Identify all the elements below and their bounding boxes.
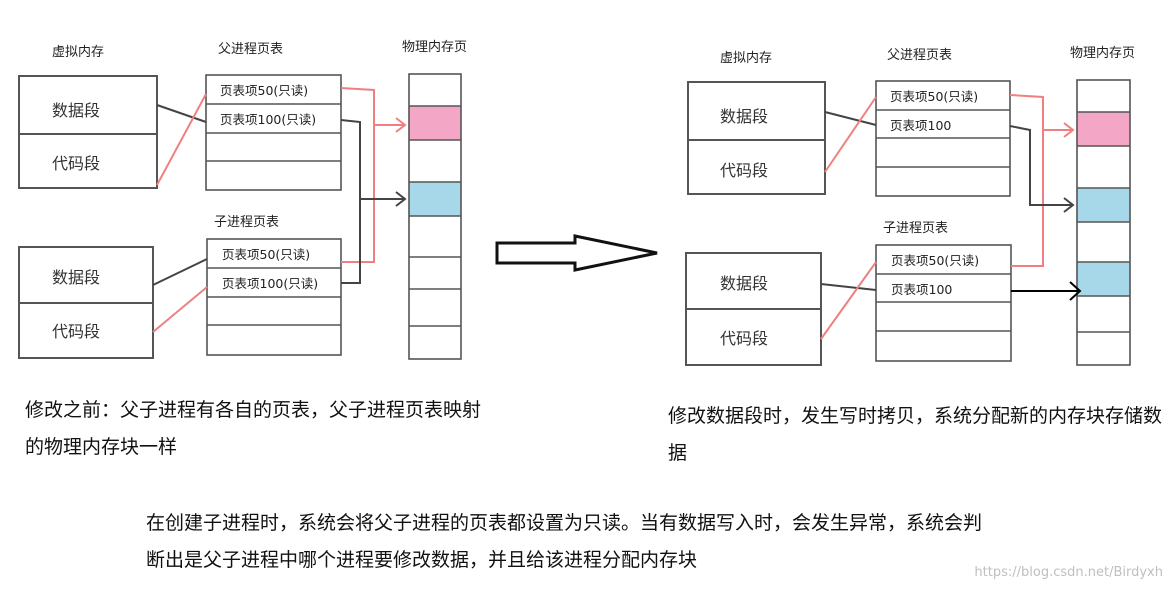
left-child-pte-50: 页表项50(只读) xyxy=(222,247,310,262)
left-child-data-seg: 数据段 xyxy=(52,268,100,287)
watermark: https://blog.csdn.net/Birdyxh xyxy=(974,565,1163,580)
left-parent-data-seg: 数据段 xyxy=(52,101,100,120)
left-child-table-title: 子进程页表 xyxy=(214,215,279,230)
right-physical-memory xyxy=(1076,79,1131,366)
left-phys-page-pink xyxy=(409,106,461,140)
left-phys-title: 物理内存页 xyxy=(402,39,467,55)
bottom-caption: 在创建子进程时，系统会将父子进程的页表都设置为只读。当有数据写入时，会发生异常，… xyxy=(146,512,983,571)
left-vm-title: 虚拟内存 xyxy=(52,44,104,60)
left-child-code-seg: 代码段 xyxy=(52,322,100,341)
right-parent-data-seg: 数据段 xyxy=(720,107,768,126)
right-child-data-seg: 数据段 xyxy=(720,274,768,293)
left-parent-vm xyxy=(18,75,158,189)
right-child-vm xyxy=(685,252,822,366)
left-child-page-table xyxy=(206,238,342,356)
right-parent-pte-100: 页表项100 xyxy=(890,118,951,133)
right-child-pte-100: 页表项100 xyxy=(891,282,952,297)
right-child-table-title: 子进程页表 xyxy=(883,221,948,236)
right-child-pte-50: 页表项50(只读) xyxy=(891,253,979,268)
right-vm-title: 虚拟内存 xyxy=(720,50,772,66)
left-phys-page-blue xyxy=(409,182,461,216)
right-connectors xyxy=(820,94,1082,340)
right-phys-page-blue-new xyxy=(1077,262,1130,296)
right-phys-page-pink xyxy=(1077,112,1130,146)
left-parent-pte-100: 页表项100(只读) xyxy=(220,112,316,127)
right-panel: 虚拟内存 父进程页表 物理内存页 子进程页表 数据段 代码段 数据段 代码段 页… xyxy=(685,45,1135,366)
right-parent-code-seg: 代码段 xyxy=(720,161,768,180)
left-parent-code-seg: 代码段 xyxy=(52,154,100,173)
right-phys-page-blue xyxy=(1077,188,1130,222)
left-connectors xyxy=(152,87,407,333)
left-panel: 虚拟内存 父进程页表 物理内存页 子进程页表 数据段 代码段 数据段 代码段 页… xyxy=(18,39,467,360)
right-parent-table-title: 父进程页表 xyxy=(887,48,952,63)
left-child-pte-100: 页表项100(只读) xyxy=(222,276,318,291)
right-parent-page-table xyxy=(875,80,1011,197)
left-parent-pte-50: 页表项50(只读) xyxy=(220,83,308,98)
right-child-page-table xyxy=(875,244,1012,362)
left-parent-page-table xyxy=(205,74,342,191)
left-parent-table-title: 父进程页表 xyxy=(218,42,283,57)
right-caption: 修改数据段时，发生写时拷贝，系统分配新的内存块存储数据 xyxy=(668,405,1163,464)
left-child-vm xyxy=(18,246,154,359)
left-physical-memory xyxy=(408,73,462,360)
left-caption: 修改之前：父子进程有各自的页表，父子进程页表映射的物理内存块一样 xyxy=(25,399,482,458)
transition-arrow-icon xyxy=(495,234,658,272)
right-phys-title: 物理内存页 xyxy=(1070,45,1135,61)
right-parent-vm xyxy=(687,81,826,195)
right-parent-pte-50: 页表项50(只读) xyxy=(890,89,978,104)
right-child-code-seg: 代码段 xyxy=(720,329,768,348)
